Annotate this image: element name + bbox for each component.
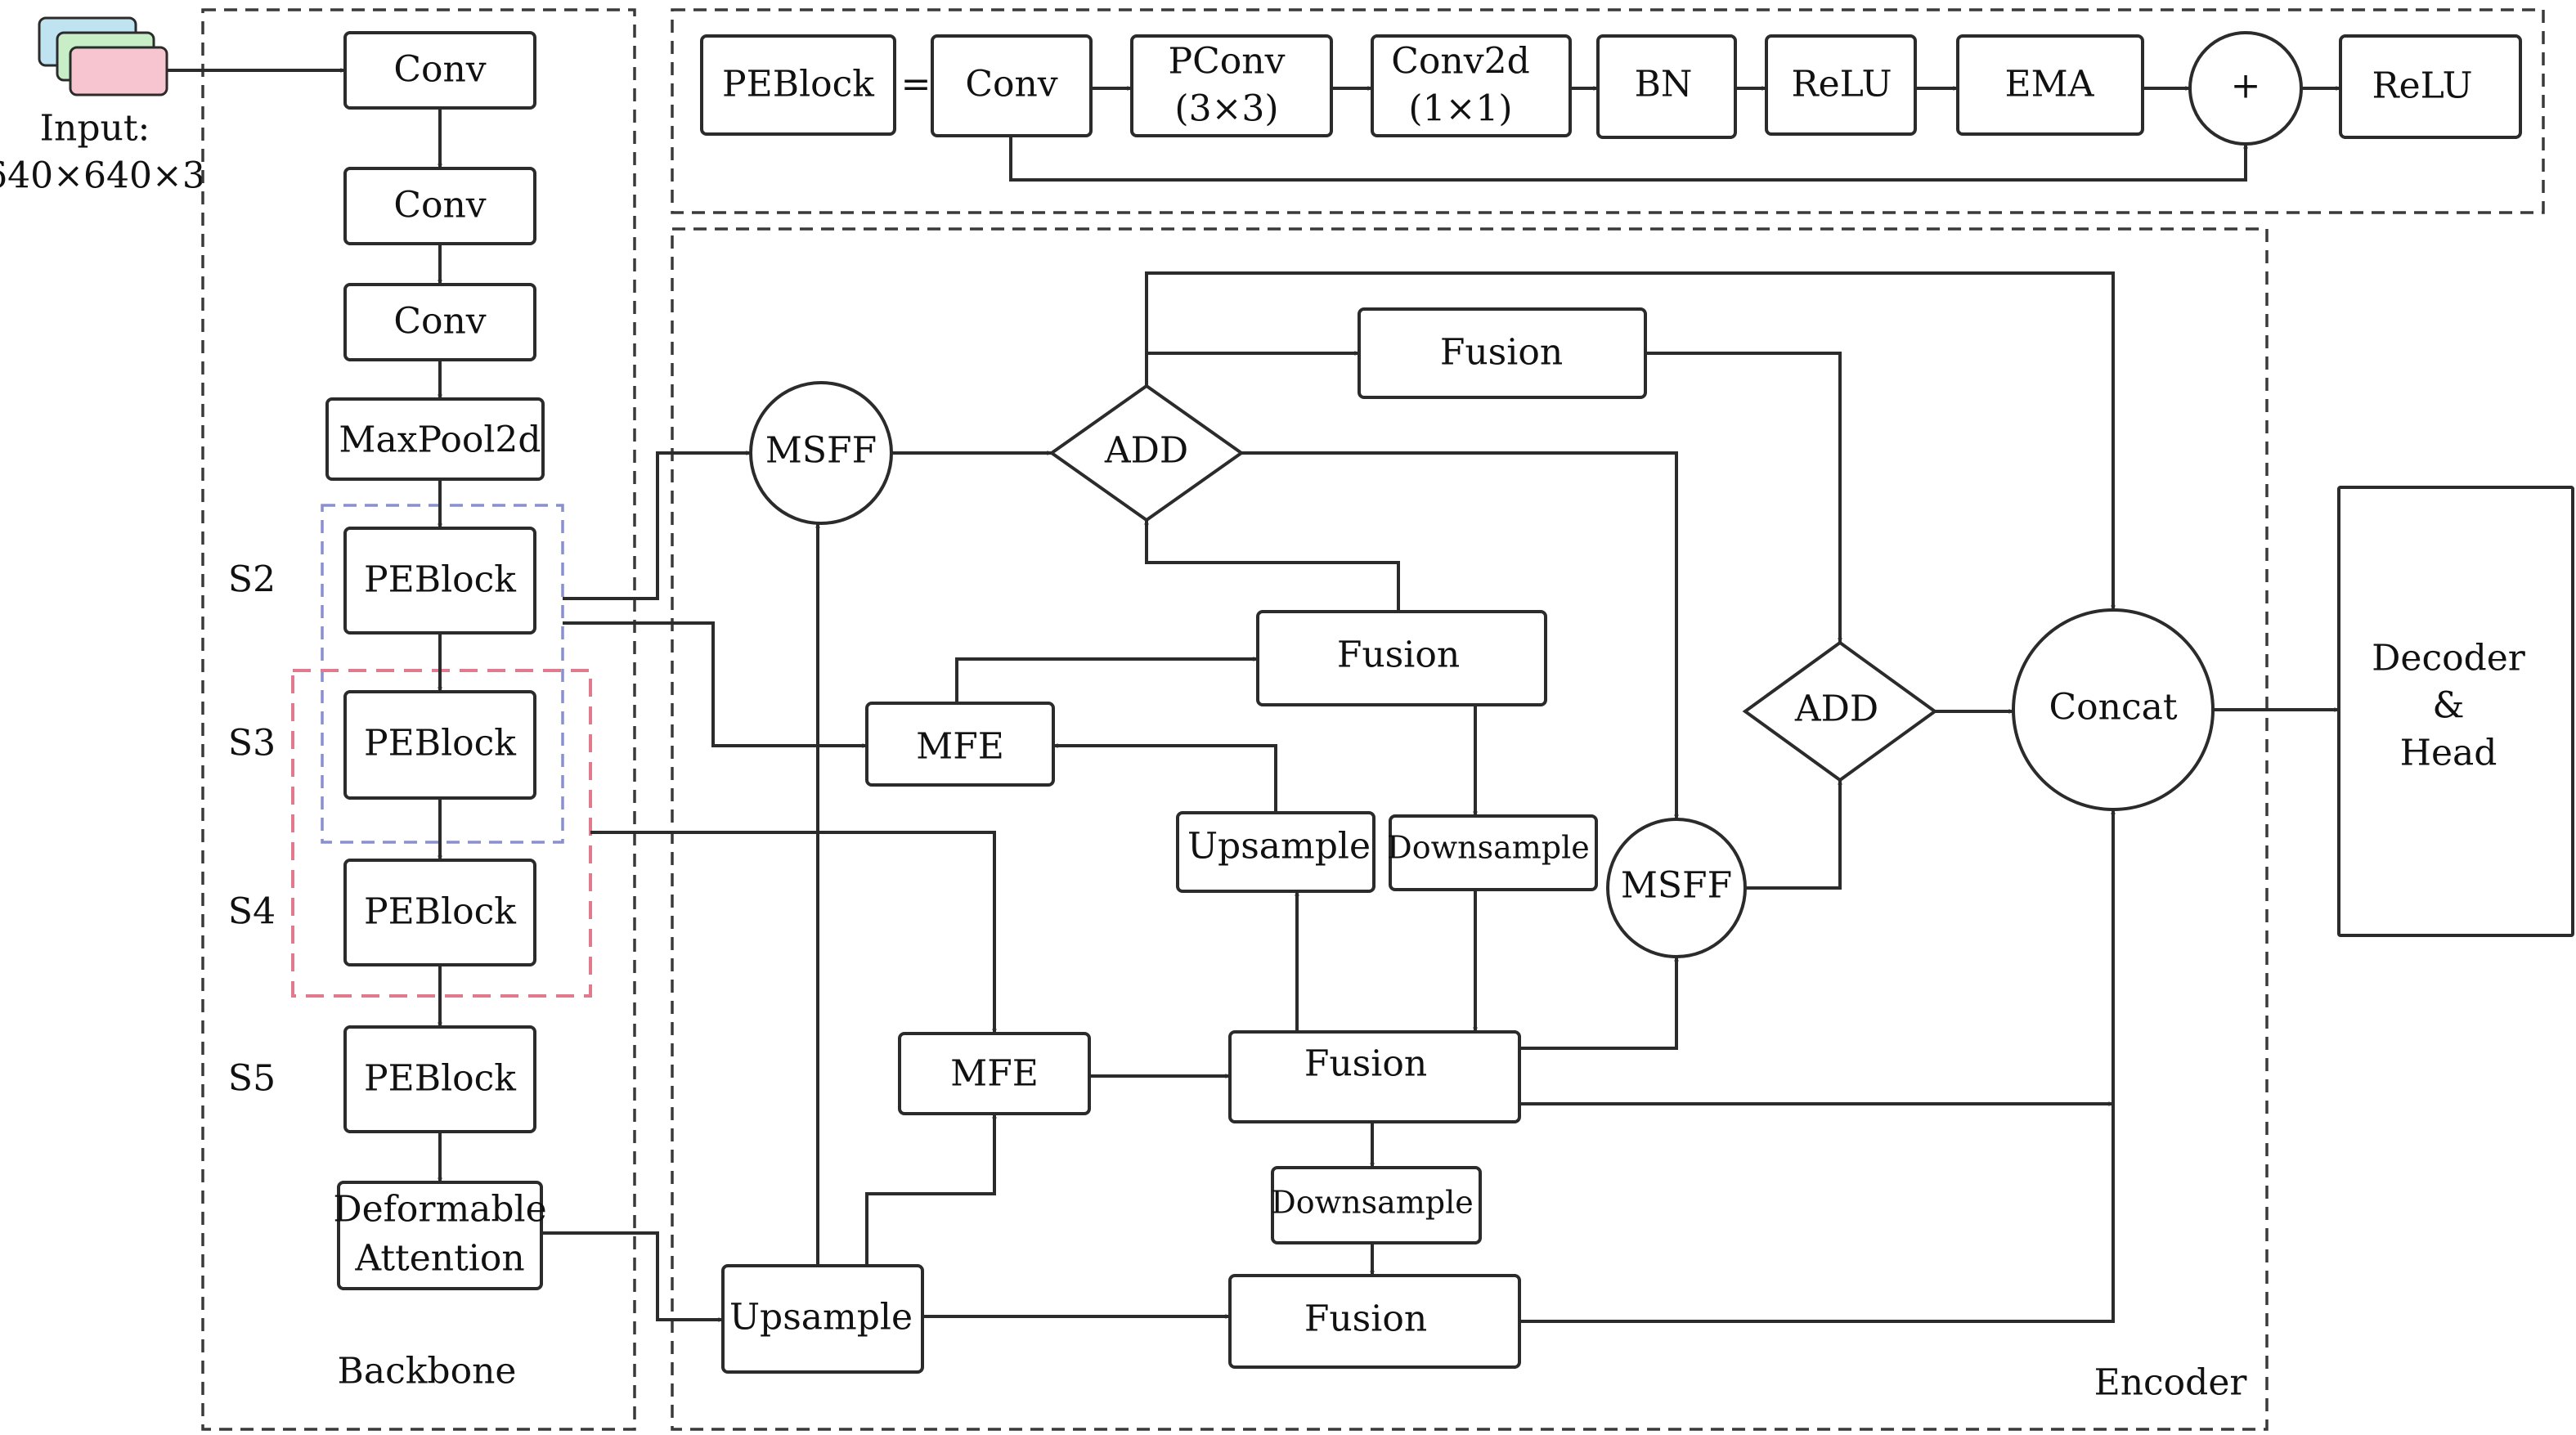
encoder-fusion-mid-label: Fusion (1337, 635, 1460, 676)
encoder-mfe-bottom-label: MFE (950, 1053, 1039, 1095)
peblock-def-relu-2-label: ReLU (2372, 65, 2472, 107)
peblock-def-arrows (1009, 86, 2341, 182)
encoder-downsample-bottom (1271, 1166, 1482, 1244)
stage-label-s2: S2 (228, 559, 276, 601)
stage-label-s3: S3 (228, 723, 276, 765)
backbone-frame (201, 8, 636, 1431)
peblock-def-bn-label: BN (1635, 64, 1693, 105)
peblock-def-plus: + (2231, 65, 2261, 107)
peblock-def-pconv-label-1: PConv (1169, 41, 1286, 83)
backbone-conv-3-label: Conv (393, 301, 486, 343)
encoder-add-top-label: ADD (1104, 430, 1188, 472)
encoder-downsample-mid-label: Downsample (1387, 830, 1590, 866)
peblock-def-conv2d-label-2: (1×1) (1408, 88, 1512, 130)
deformable-attention-label-2: Attention (354, 1238, 524, 1280)
encoder-connections (541, 271, 2340, 1323)
encoder-concat-label: Concat (2049, 687, 2177, 729)
encoder-msff-top-label: MSFF (765, 430, 877, 472)
input-size-label: 640×640×3 (0, 155, 205, 197)
input-label: Input: (40, 108, 150, 150)
peblock-def-conv2d-label-1: Conv2d (1391, 41, 1530, 83)
backbone-peblock-s3-label: PEBlock (364, 723, 516, 765)
backbone-conv-2-label: Conv (393, 185, 486, 226)
deformable-attention-label-1: Deformable (333, 1189, 546, 1231)
stage-label-s5: S5 (228, 1058, 276, 1100)
backbone-flow-arrows (167, 68, 442, 1183)
decoder-label-1: Decoder (2372, 638, 2526, 679)
encoder-upsample-mid-label: Upsample (1187, 826, 1371, 868)
stage-label-s4: S4 (228, 891, 276, 933)
encoder-msff-right-label: MSFF (1621, 865, 1732, 907)
encoder-upsample-bottom-label: Upsample (729, 1297, 913, 1339)
decoder-label-3: Head (2400, 733, 2497, 774)
backbone-peblock-s5-label: PEBlock (364, 1058, 516, 1100)
encoder-fusion-top-label: Fusion (1440, 332, 1563, 374)
encoder-downsample-bottom-label: Downsample (1271, 1185, 1474, 1221)
peblock-def-name: PEBlock (722, 64, 874, 105)
peblock-def-equals: = (901, 64, 931, 105)
peblock-def-pconv-label-2: (3×3) (1174, 88, 1278, 130)
backbone-maxpool-label: MaxPool2d (339, 419, 541, 461)
backbone-conv-1-label: Conv (393, 49, 486, 91)
encoder-label: Encoder (2094, 1362, 2248, 1404)
peblock-def-conv-label: Conv (965, 64, 1057, 105)
encoder-downsample-mid (1389, 814, 1598, 891)
backbone-peblock-s2-label: PEBlock (364, 559, 516, 601)
peblock-def-ema (1956, 34, 2144, 136)
stage-s2-s3-group (321, 504, 564, 844)
encoder-fusion-center-label: Fusion (1304, 1043, 1427, 1085)
encoder-add-right-label: ADD (1794, 688, 1878, 730)
encoder-frame (671, 227, 2269, 1431)
decoder-label-2: & (2432, 685, 2464, 727)
peblock-def-ema-label: EMA (2005, 64, 2095, 105)
backbone-peblock-s4-label: PEBlock (364, 891, 516, 933)
backbone-label: Backbone (338, 1351, 517, 1392)
encoder-mfe-top-label: MFE (916, 726, 1004, 768)
peblock-def-relu-1-label: ReLU (1791, 64, 1892, 105)
input-tensor-stack (38, 16, 168, 96)
peblock-definition-frame (671, 8, 2545, 214)
peblock-def-name-box (700, 34, 896, 136)
encoder-fusion-bottom-label: Fusion (1304, 1298, 1427, 1340)
peblock-def-relu-1 (1765, 34, 1917, 136)
input-layer-front (69, 46, 168, 96)
backbone-maxpool (325, 397, 545, 481)
